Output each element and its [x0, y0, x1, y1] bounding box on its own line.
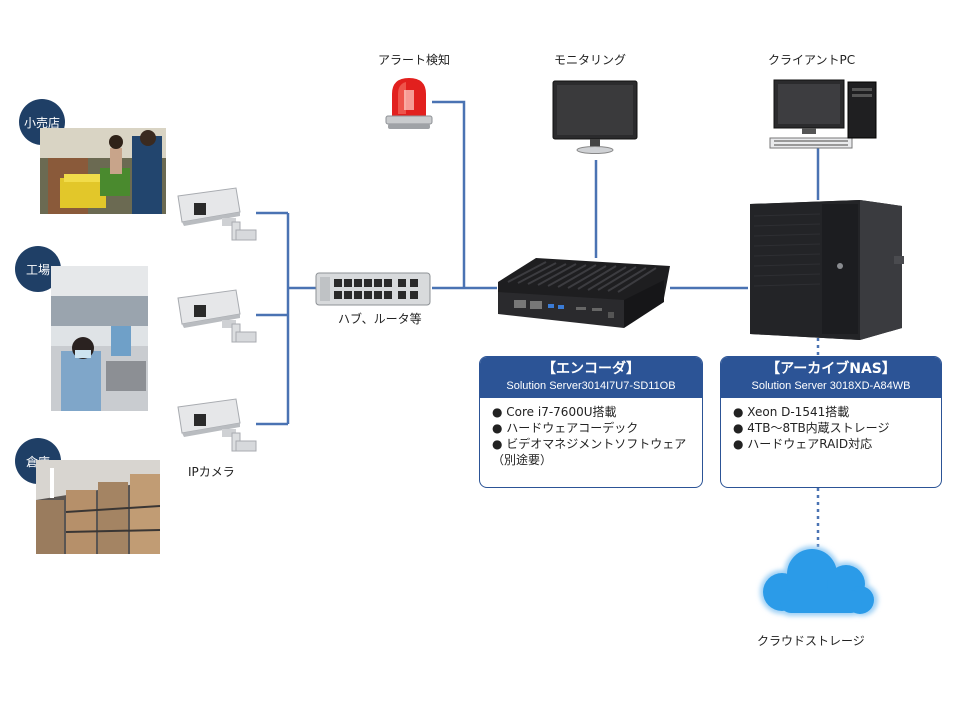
alert-label: アラート検知 [378, 53, 451, 67]
monitoring-label: モニタリング [554, 53, 627, 67]
alert-light [384, 76, 434, 130]
cloud-storage [752, 540, 884, 624]
nas-feature: ● ハードウェアRAID対応 [733, 437, 873, 451]
client-pc [766, 78, 878, 150]
encoder-feature: ● ビデオマネジメントソフトウェア [492, 437, 687, 451]
client-pc-label: クライアントPC [768, 53, 856, 67]
nas-device [744, 196, 906, 342]
cloud-icon [760, 546, 878, 616]
siren-icon [385, 78, 433, 129]
encoder-card-header: 【エンコーダ】 Solution Server3014I7U7-SD11OB [480, 357, 702, 398]
camera-icon [177, 187, 257, 241]
nas-card: 【アーカイブNAS】 Solution Server 3018XD-A84WB … [720, 356, 942, 488]
ip-camera-label: IPカメラ [188, 465, 235, 479]
ip-camera-3 [174, 397, 258, 453]
nas-title: 【アーカイブNAS】 [766, 361, 896, 377]
switch-icon [315, 272, 431, 306]
encoder-device [496, 252, 672, 334]
encoder-feature: ● Core i7-7600U搭載 [492, 405, 617, 419]
hub-device [314, 271, 432, 307]
nas-feature: ● Xeon D-1541搭載 [733, 405, 850, 419]
encoder-feature: ● ハードウェアコーデック [492, 421, 639, 435]
nas-model: Solution Server 3018XD-A84WB [751, 380, 911, 392]
factory-photo [51, 266, 148, 411]
encoder-feature: （別途要） [492, 453, 553, 467]
fanless-server-icon [498, 258, 670, 328]
ip-camera-1 [174, 186, 258, 242]
cloud-label: クラウドストレージ [757, 634, 865, 648]
encoder-card: 【エンコーダ】 Solution Server3014I7U7-SD11OB ●… [479, 356, 703, 488]
retail-photo [40, 128, 166, 214]
encoder-features: ● Core i7-7600U搭載 ● ハードウェアコーデック ● ビデオマネジ… [480, 398, 702, 472]
encoder-title: 【エンコーダ】 [542, 361, 640, 377]
alert-link [432, 100, 466, 288]
ip-camera-2 [174, 288, 258, 344]
nas-features: ● Xeon D-1541搭載 ● 4TB～8TB内蔵ストレージ ● ハードウェ… [721, 398, 941, 456]
warehouse-photo [36, 460, 160, 554]
camera-icon [177, 398, 257, 452]
encoder-model: Solution Server3014I7U7-SD11OB [506, 380, 676, 392]
monitor [552, 80, 638, 154]
desktop-pc-icon [769, 79, 877, 149]
monitor-icon [552, 80, 638, 154]
nas-card-header: 【アーカイブNAS】 Solution Server 3018XD-A84WB [721, 357, 941, 398]
nas-feature: ● 4TB～8TB内蔵ストレージ [733, 421, 890, 435]
hub-label: ハブ、ルータ等 [338, 312, 422, 326]
camera-icon [177, 289, 257, 343]
tower-server-icon [750, 200, 904, 340]
